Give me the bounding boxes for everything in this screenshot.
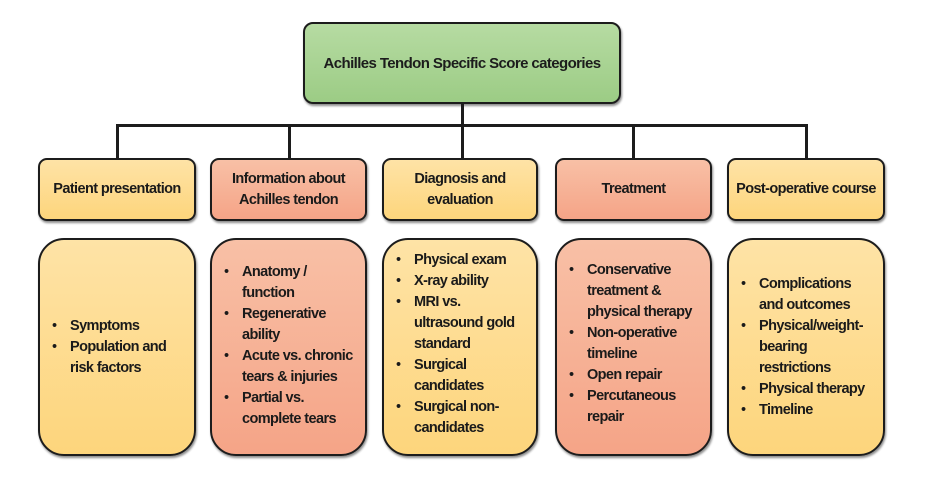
- list-item: Physical exam: [392, 250, 526, 271]
- connector-branch-5: [805, 124, 808, 159]
- connector-branch-2: [288, 124, 291, 159]
- bullet-list: Anatomy / function Regenerative ability …: [220, 262, 355, 430]
- list-item: Surgical non-candidates: [392, 397, 526, 439]
- list-item: Timeline: [737, 400, 873, 421]
- list-item: Complications and outcomes: [737, 274, 873, 316]
- category-heading-text: Treatment: [601, 181, 667, 197]
- list-item: Physical therapy: [737, 379, 873, 400]
- list-item: Open repair: [565, 365, 700, 386]
- bullet-list: Complications and outcomes Physical/weig…: [737, 274, 873, 421]
- list-item: X-ray ability: [392, 271, 526, 292]
- root-node: Achilles Tendon Specific Score categorie…: [303, 22, 621, 104]
- category-heading-post-operative-course: Post-operative course: [727, 158, 885, 221]
- category-details-information-about-achilles: Anatomy / function Regenerative ability …: [210, 238, 367, 456]
- category-heading-diagnosis-evaluation: Diagnosis and evaluation: [382, 158, 538, 221]
- category-heading-treatment: Treatment: [555, 158, 712, 221]
- category-heading-text: Patient presentation: [53, 181, 181, 197]
- list-item: Symptoms: [48, 316, 184, 337]
- category-details-treatment: Conservative treatment & physical therap…: [555, 238, 712, 456]
- list-item: Partial vs. complete tears: [220, 388, 355, 430]
- list-item: MRI vs. ultrasound gold standard: [392, 292, 526, 355]
- list-item: Non-operative timeline: [565, 323, 700, 365]
- list-item: Regenerative ability: [220, 304, 355, 346]
- list-item: Conservative treatment & physical therap…: [565, 260, 700, 323]
- category-heading-information-about-achilles: Information about Achilles tendon: [210, 158, 367, 221]
- list-item: Population and risk factors: [48, 337, 184, 379]
- category-details-diagnosis-evaluation: Physical exam X-ray ability MRI vs. ultr…: [382, 238, 538, 456]
- bullet-list: Physical exam X-ray ability MRI vs. ultr…: [392, 250, 526, 439]
- list-item: Percutaneous repair: [565, 386, 700, 428]
- connector-branch-3: [461, 124, 464, 159]
- category-heading-patient-presentation: Patient presentation: [38, 158, 196, 221]
- category-heading-text: Post-operative course: [736, 181, 876, 197]
- list-item: Surgical candidates: [392, 355, 526, 397]
- connector-branch-4: [632, 124, 635, 159]
- connector-branch-1: [116, 124, 119, 159]
- diagram-title: Achilles Tendon Specific Score categorie…: [323, 54, 601, 72]
- list-item: Anatomy / function: [220, 262, 355, 304]
- connector-root-stem: [461, 103, 464, 126]
- category-heading-text: Information about Achilles tendon: [231, 170, 346, 208]
- bullet-list: Conservative treatment & physical therap…: [565, 260, 700, 428]
- bullet-list: Symptoms Population and risk factors: [48, 316, 184, 379]
- category-details-post-operative-course: Complications and outcomes Physical/weig…: [727, 238, 885, 456]
- list-item: Physical/weight-bearing restrictions: [737, 316, 873, 379]
- list-item: Acute vs. chronic tears & injuries: [220, 346, 355, 388]
- category-heading-text: Diagnosis and evaluation: [414, 170, 506, 208]
- category-details-patient-presentation: Symptoms Population and risk factors: [38, 238, 196, 456]
